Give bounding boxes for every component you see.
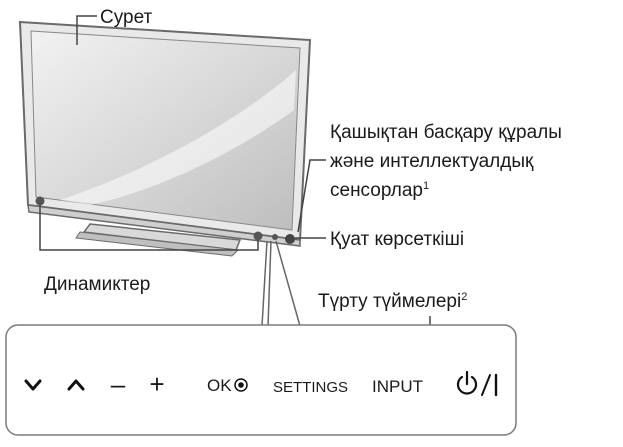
radio-dot-icon-center: [238, 382, 244, 388]
left-speaker-marker: [35, 196, 45, 206]
remote-sensor-label-line1: Қашықтан басқару құралы: [330, 122, 562, 143]
input-button[interactable]: INPUT: [372, 377, 423, 396]
up-button[interactable]: [67, 379, 85, 391]
touch-funnel-left: [261, 240, 268, 327]
power-indicator-label: Қуат көрсеткіші: [330, 229, 464, 250]
touch-buttons-marker: [272, 234, 278, 240]
screen-sheen: [60, 70, 296, 205]
remote-sensor-label-line3: сенсорлар1: [330, 180, 429, 201]
remote-sensor-label-line2: және интеллектуалдық: [330, 151, 534, 172]
volume-down-button[interactable]: –: [111, 369, 126, 399]
down-button[interactable]: [24, 379, 42, 391]
power-button[interactable]: [456, 370, 498, 397]
power-icon: [456, 375, 478, 395]
chevron-down-icon: [24, 379, 42, 391]
touch-funnel-right: [275, 240, 301, 327]
picture-callout-line: [76, 15, 97, 45]
tv-screen: [30, 30, 301, 231]
volume-up-button[interactable]: +: [149, 369, 164, 399]
speaker-bar: [27, 204, 301, 247]
radio-dot-icon: [234, 378, 248, 392]
ok-button-label: OK: [207, 376, 232, 395]
picture-label: Сурет: [100, 7, 153, 28]
power-icon-slash: [481, 374, 491, 396]
power-indicator-marker: [285, 234, 295, 244]
speakers-bracket: [39, 205, 259, 251]
ok-button[interactable]: OK: [207, 376, 248, 395]
speakers-label: Динамиктер: [44, 274, 150, 295]
chevron-up-icon: [67, 379, 85, 391]
touch-button-panel: [5, 324, 517, 436]
touch-buttons-label: Түрту түймелері2: [318, 291, 467, 312]
touch-funnel-left-inner: [267, 240, 272, 327]
right-speaker-marker: [253, 231, 263, 241]
remote-sensor-callout-line: [297, 159, 326, 233]
settings-button[interactable]: SETTINGS: [273, 379, 348, 396]
